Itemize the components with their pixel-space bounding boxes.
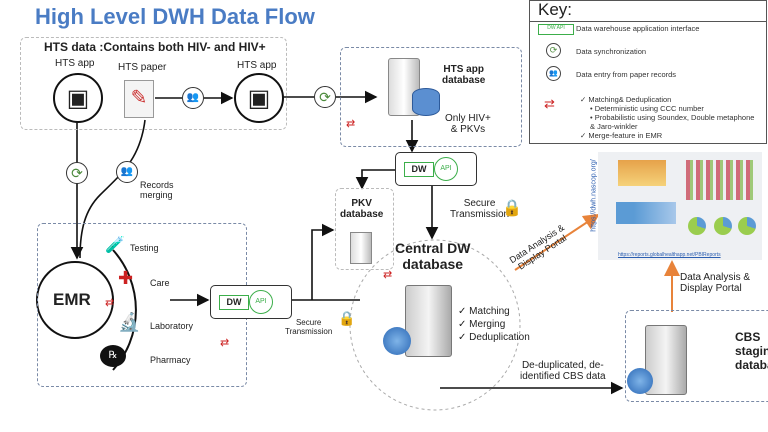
- matching-icon: ⇄: [383, 269, 393, 281]
- feature-item: ✓ Deduplication: [458, 332, 530, 343]
- hts-db-box: [340, 47, 522, 147]
- key-matching-text: Probabilistic using Soundex, Double meta…: [590, 113, 755, 131]
- api-label: API: [434, 157, 458, 181]
- feature-text: Merging: [469, 319, 506, 330]
- dashboard-bar-chart: [686, 160, 756, 200]
- matching-icon: ⇄: [105, 297, 115, 309]
- portal-url-vertical[interactable]: https://dwh.nascop.org/: [590, 159, 598, 232]
- dashboard-table: [618, 160, 666, 186]
- central-dw-label: Central DW database: [395, 240, 471, 272]
- laboratory-icon: 🔬: [118, 312, 141, 332]
- feature-item: ✓ Matching: [458, 306, 510, 317]
- tablet-touch-icon: ▣: [234, 73, 284, 123]
- data-entry-icon: 👥: [116, 161, 138, 183]
- tablet-touch-icon: ▣: [53, 73, 103, 123]
- line-paper-emr: [79, 119, 146, 259]
- dashboard-histogram: [616, 202, 676, 224]
- dw-label: DW: [219, 295, 249, 310]
- matching-icon: ⇄: [544, 96, 555, 111]
- key-legend: Key: DW API Data warehouse application i…: [529, 0, 767, 144]
- globe-icon: [627, 368, 653, 394]
- key-matching-item: ✓ Matching& Deduplication: [580, 95, 672, 104]
- emr-module-testing: Testing: [130, 243, 159, 253]
- feature-text: Deduplication: [469, 332, 530, 343]
- pharmacy-icon: ℞: [100, 345, 126, 367]
- server-icon: [350, 232, 372, 264]
- pkv-db-label: PKV database: [340, 198, 384, 220]
- data-entry-icon: 👥: [546, 66, 561, 81]
- server-icon: [405, 285, 452, 357]
- sync-icon: ⟳: [314, 86, 336, 108]
- care-icon: ✚: [118, 268, 134, 288]
- hts-data-box: [20, 37, 287, 130]
- line-api2-pkv: [311, 223, 335, 300]
- key-item-dw-api: Data warehouse application interface: [576, 24, 700, 33]
- sync-icon: ⟳: [66, 162, 88, 184]
- key-matching-item: ✓ Merge-feature in EMR: [580, 131, 663, 140]
- dashboard-pie: [688, 217, 706, 235]
- cbs-box: [625, 310, 768, 402]
- feature-text: Matching: [469, 306, 510, 317]
- key-matching-text: Deterministic using CCC number: [594, 104, 704, 113]
- api-label: API: [249, 290, 273, 314]
- records-merging-label: Records merging: [140, 180, 174, 200]
- emr-module-care: Care: [150, 278, 170, 288]
- page-title: High Level DWH Data Flow: [35, 4, 315, 29]
- hts-box-title: HTS data :Contains both HIV- and HIV+: [44, 40, 266, 54]
- central-dw-circle: [349, 239, 521, 411]
- key-title: Key:: [530, 1, 766, 22]
- line-api-pkv: [355, 169, 397, 190]
- dashboard-pie: [738, 217, 756, 235]
- hts-db-note: Only HIV+ & PKVs: [445, 113, 491, 135]
- cbs-data-label: De-duplicated, de- identified CBS data: [520, 360, 606, 382]
- hts-app1-label: HTS app: [55, 58, 95, 69]
- secure-transmission-label: Secure Transmission: [285, 318, 333, 336]
- central-features: ✓ Matching ✓ Merging ✓ Deduplication: [458, 305, 530, 344]
- lock-icon: 🔒: [502, 200, 522, 217]
- key-item-entry: Data entry from paper records: [576, 70, 677, 79]
- feature-item: ✓ Merging: [458, 319, 506, 330]
- emr-module-pharmacy: Pharmacy: [150, 355, 191, 365]
- pkv-db-box: [335, 188, 394, 270]
- paper-form-icon: ✎: [124, 80, 154, 118]
- dashboard-screenshot: https://reports.globalhealthapp.net/PBIR…: [591, 152, 762, 260]
- portal-label-vertical: Data Analysis & Display Portal: [680, 272, 751, 294]
- testing-icon: 🧪: [105, 237, 125, 254]
- lock-icon: 🔒: [338, 310, 356, 326]
- dw-api-interface: DW API: [395, 152, 477, 186]
- portal-url-bottom[interactable]: https://reports.globalhealthapp.net/PBIR…: [618, 252, 721, 258]
- cbs-label: CBS staging database: [735, 330, 768, 372]
- sync-icon: ⟳: [546, 43, 561, 58]
- hts-paper-label: HTS paper: [118, 62, 167, 73]
- key-matching-text: Merge-feature in EMR: [588, 131, 663, 140]
- arrow-portal-diag: [514, 213, 600, 271]
- database-icon: [412, 88, 440, 116]
- key-matching-list: ✓ Matching& Deduplication • Deterministi…: [580, 95, 760, 140]
- matching-icon: ⇄: [346, 118, 356, 130]
- emr-label: EMR: [53, 290, 91, 309]
- hts-db-label: HTS app database: [442, 64, 486, 86]
- data-entry-icon: 👥: [182, 87, 204, 109]
- matching-icon: ⇄: [220, 337, 230, 349]
- key-matching-item: • Probabilistic using Soundex, Double me…: [590, 113, 755, 131]
- dw-api-icon: DW API: [538, 24, 574, 35]
- emr-module-laboratory: Laboratory: [150, 321, 194, 331]
- key-matching-item: • Deterministic using CCC number: [590, 104, 704, 113]
- dw-api-interface: DW API: [210, 285, 292, 319]
- dashboard-pie: [714, 217, 732, 235]
- secure-transmission-label: Secure Transmission: [450, 198, 510, 220]
- key-matching-text: Matching& Deduplication: [588, 95, 672, 104]
- key-item-sync: Data synchronization: [576, 47, 647, 56]
- globe-icon: [383, 327, 411, 355]
- dw-label: DW: [404, 162, 434, 177]
- hts-app2-label: HTS app: [237, 60, 277, 71]
